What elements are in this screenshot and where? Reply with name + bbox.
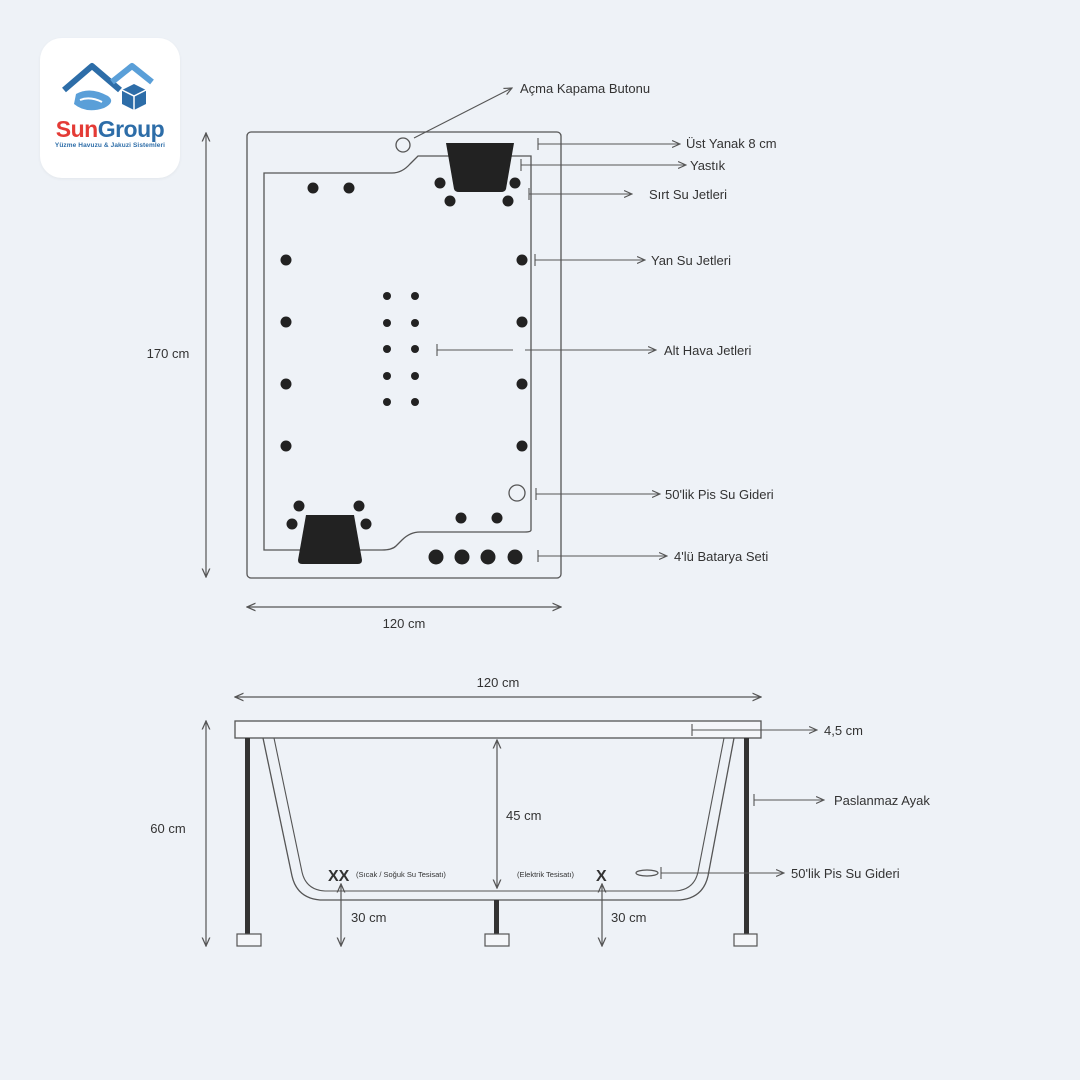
brand-name: SunGroup bbox=[40, 116, 180, 143]
brand-name-part2: Group bbox=[97, 116, 165, 142]
callout-top-rim: Üst Yanak 8 cm bbox=[686, 136, 777, 151]
brand-tagline: Yüzme Havuzu & Jakuzi Sistemleri bbox=[54, 142, 166, 149]
top-view: 170 cm 120 cm Açma Kapama Butonu Üst Yan… bbox=[147, 81, 777, 631]
callout-faucet-set: 4'lü Batarya Seti bbox=[674, 549, 768, 564]
side-height-label: 60 cm bbox=[150, 821, 185, 836]
callout-rim-thickness: 4,5 cm bbox=[824, 723, 863, 738]
top-height-label: 170 cm bbox=[147, 346, 190, 361]
callout-drain-top: 50'lik Pis Su Gideri bbox=[665, 487, 774, 502]
brand-name-part1: Sun bbox=[55, 116, 98, 142]
right-clearance-label: 30 cm bbox=[611, 910, 646, 925]
air-jets bbox=[383, 292, 419, 406]
tub-shell-inner bbox=[273, 737, 725, 892]
side-view: 120 cm 60 cm 45 cm 4,5 cm Paslanmaz Ayak… bbox=[150, 675, 930, 946]
water-note: (Sıcak / Soğuk Su Tesisatı) bbox=[356, 870, 446, 879]
left-clearance-label: 30 cm bbox=[351, 910, 386, 925]
bottom-pillow bbox=[298, 515, 362, 564]
back-jets-top bbox=[307, 177, 521, 207]
inner-depth-label: 45 cm bbox=[506, 808, 541, 823]
top-callout-lines bbox=[413, 88, 686, 562]
callout-drain-side: 50'lik Pis Su Gideri bbox=[791, 866, 900, 881]
callout-back-jets: Sırt Su Jetleri bbox=[649, 187, 727, 202]
tub-inner-outline bbox=[263, 155, 532, 551]
callout-legs: Paslanmaz Ayak bbox=[834, 793, 930, 808]
top-width-label: 120 cm bbox=[383, 616, 426, 631]
tub-rim-side bbox=[234, 720, 762, 739]
side-jets bbox=[280, 254, 528, 452]
faucet-set bbox=[428, 549, 523, 565]
callout-power-button: Açma Kapama Butonu bbox=[520, 81, 650, 96]
house-pool-logo-icon bbox=[62, 63, 154, 111]
top-pillow bbox=[446, 143, 514, 192]
callout-side-jets: Yan Su Jetleri bbox=[651, 253, 731, 268]
back-jets-bottom bbox=[286, 500, 503, 530]
electric-mark: X bbox=[596, 868, 607, 885]
drain-icon-side bbox=[635, 869, 659, 877]
callout-pillow: Yastık bbox=[690, 158, 726, 173]
tub-shell-outer bbox=[262, 737, 735, 901]
power-button-icon bbox=[395, 137, 411, 153]
side-callout-lines bbox=[660, 724, 824, 879]
stainless-legs bbox=[236, 738, 758, 947]
side-width-label: 120 cm bbox=[477, 675, 520, 690]
brand-logo-card: SunGroup Yüzme Havuzu & Jakuzi Sistemler… bbox=[40, 38, 180, 178]
drain-icon bbox=[508, 484, 526, 502]
tub-outline-top bbox=[246, 131, 562, 579]
electric-note: (Elektrik Tesisatı) bbox=[517, 870, 574, 879]
callout-air-jets: Alt Hava Jetleri bbox=[664, 343, 752, 358]
water-mark: XX bbox=[328, 868, 350, 885]
